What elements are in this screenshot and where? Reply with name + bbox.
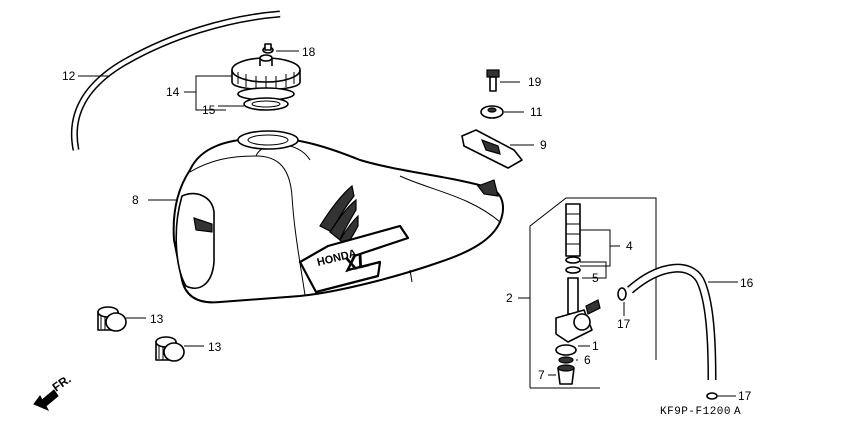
mounting-bolt [486,69,500,92]
rubber-cushion [97,306,127,332]
callout-17-lower: 17 [738,389,752,403]
tube-clip [706,392,718,400]
callout-4: 4 [626,239,633,253]
callout-19: 19 [528,75,542,89]
diagram-code-text: KF9P-F1200 [660,406,731,418]
fuel-valve-assembly [529,197,657,389]
rubber-washer [480,105,504,119]
breather-joint [262,43,274,54]
rubber-cushion [155,336,185,362]
tank-decal: HONDA XL [298,224,410,294]
callout-8: 8 [132,193,139,207]
diagram-code: KF9P-F1200 A [660,406,741,418]
callout-1: 1 [592,339,599,353]
callout-18: 18 [302,45,316,59]
callout-16: 16 [740,276,754,290]
fuel-tube [627,263,717,381]
fuel-cap-gasket [243,97,289,111]
callout-15: 15 [202,103,216,117]
diagram-code-suffix: A [734,406,741,418]
callout-2: 2 [506,291,513,305]
callout-5: 5 [592,271,599,285]
tube-clip [617,287,627,301]
tank-mount-bracket [461,129,523,169]
fuel-cap [231,54,301,101]
front-direction-arrow: FR. [33,372,74,411]
callout-17-upper: 17 [617,317,631,331]
callout-11: 11 [530,105,543,119]
callout-7: 7 [538,368,545,382]
callout-labels: 18 12 14 15 19 11 9 8 4 5 2 1 6 7 16 17 … [62,45,754,403]
breather-tube [70,10,281,151]
callout-13-upper: 13 [150,312,164,326]
callout-13-lower: 13 [208,340,222,354]
callout-14: 14 [166,85,180,99]
callout-6: 6 [584,353,591,367]
fuel-tank: HONDA XL [172,130,504,304]
callout-9: 9 [540,138,547,152]
callout-12: 12 [62,69,76,83]
leader-lines [78,50,738,397]
tank-wing-logo [319,184,359,247]
